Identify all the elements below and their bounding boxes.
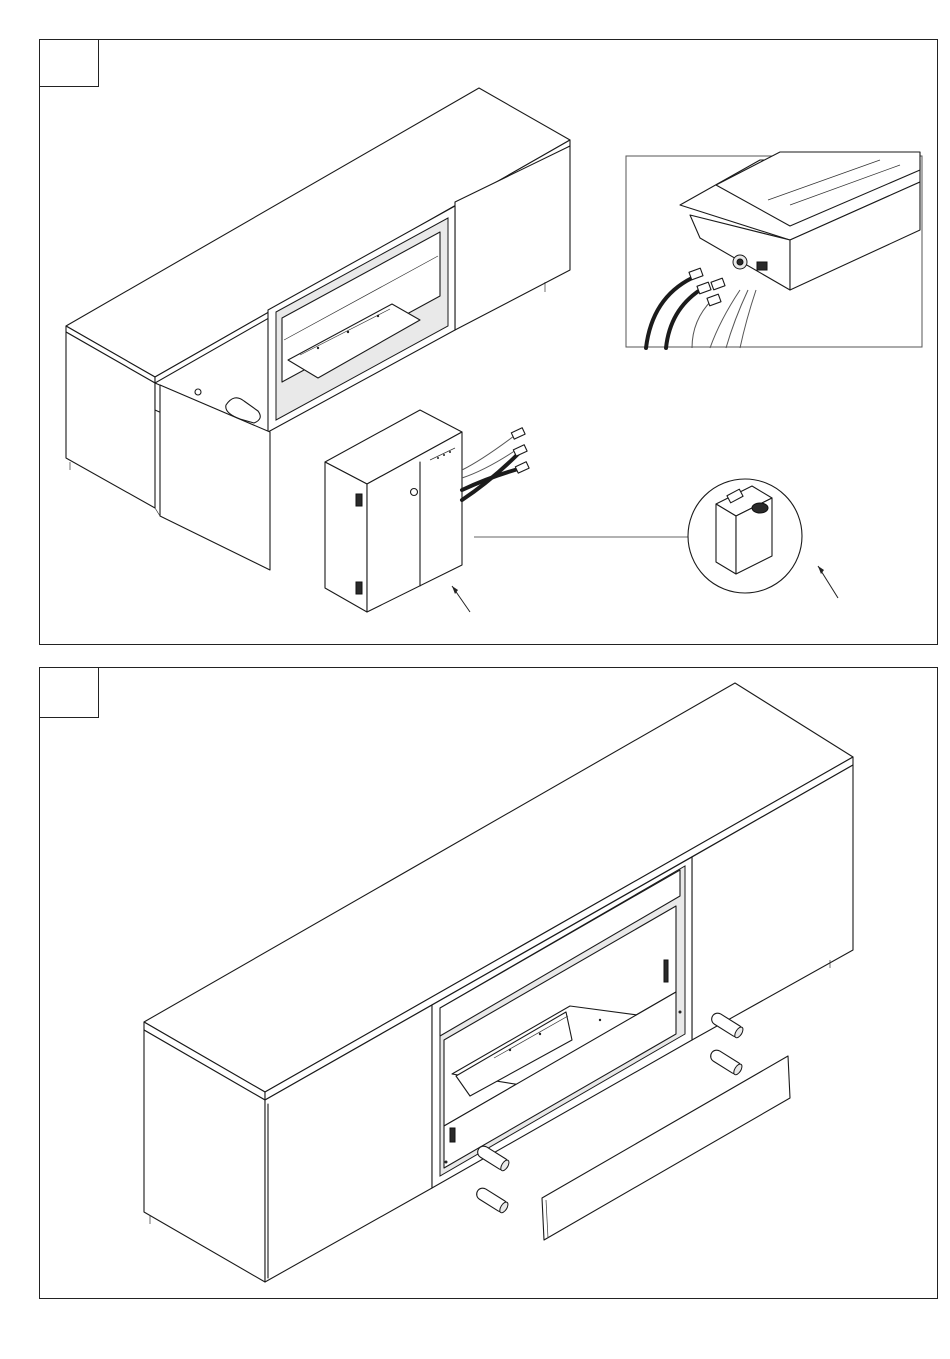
tv-cabinet-open-icon [66,88,570,570]
fireplace-unit-icon [325,410,529,612]
tv-cabinet-assembled-icon [144,683,853,1282]
wiring-connector-detail-icon [626,152,922,348]
water-tank-icon [688,479,838,598]
